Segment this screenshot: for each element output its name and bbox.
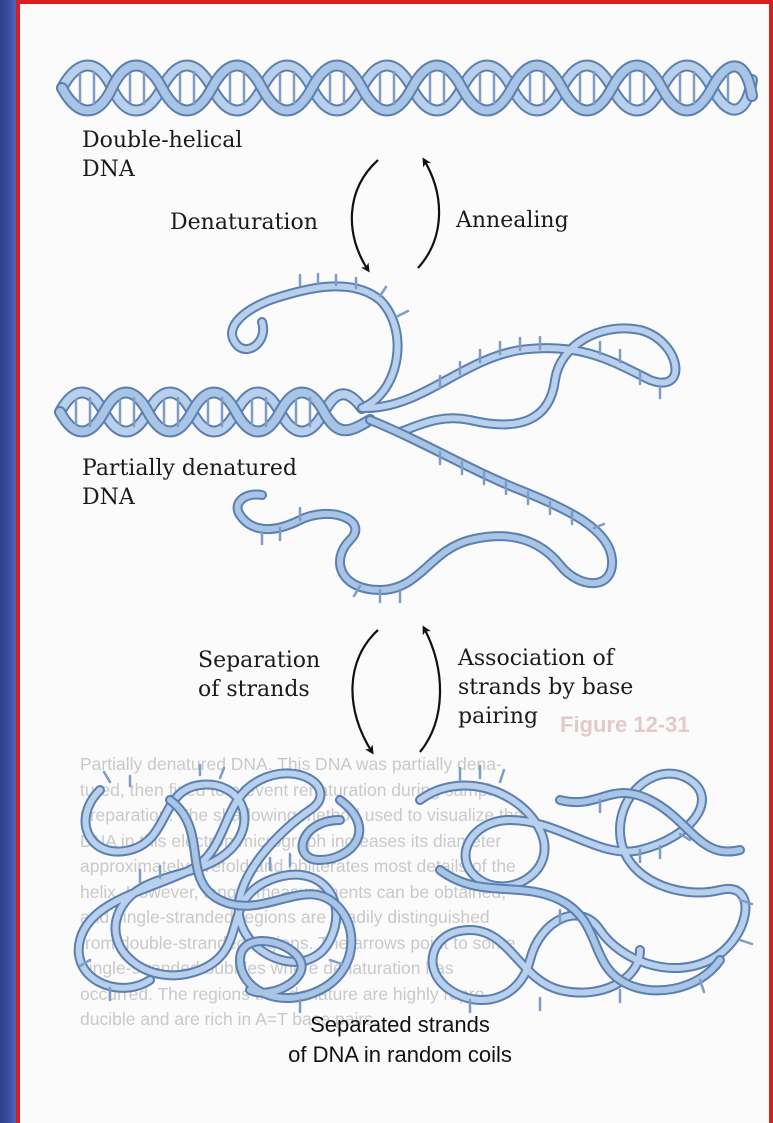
separation-of-strands-label: Separation of strands (198, 646, 320, 704)
denaturation-arrow (352, 160, 378, 270)
partially-denatured-dna (60, 274, 675, 602)
random-coils-label: Separated strands of DNA in random coils (200, 1010, 600, 1070)
denaturation-label: Denaturation (170, 208, 318, 237)
association-of-strands-label: Association of strands by base pairing (458, 644, 633, 731)
annealing-arrow (418, 160, 439, 268)
partially-denatured-dna-label: Partially denatured DNA (82, 454, 297, 512)
association-arrow (420, 628, 440, 752)
separation-arrow (352, 630, 378, 752)
random-coil-strands (79, 765, 752, 1012)
double-helical-dna-label: Double-helical DNA (82, 126, 242, 184)
annealing-label: Annealing (456, 206, 569, 235)
double-helix-top (62, 66, 752, 111)
